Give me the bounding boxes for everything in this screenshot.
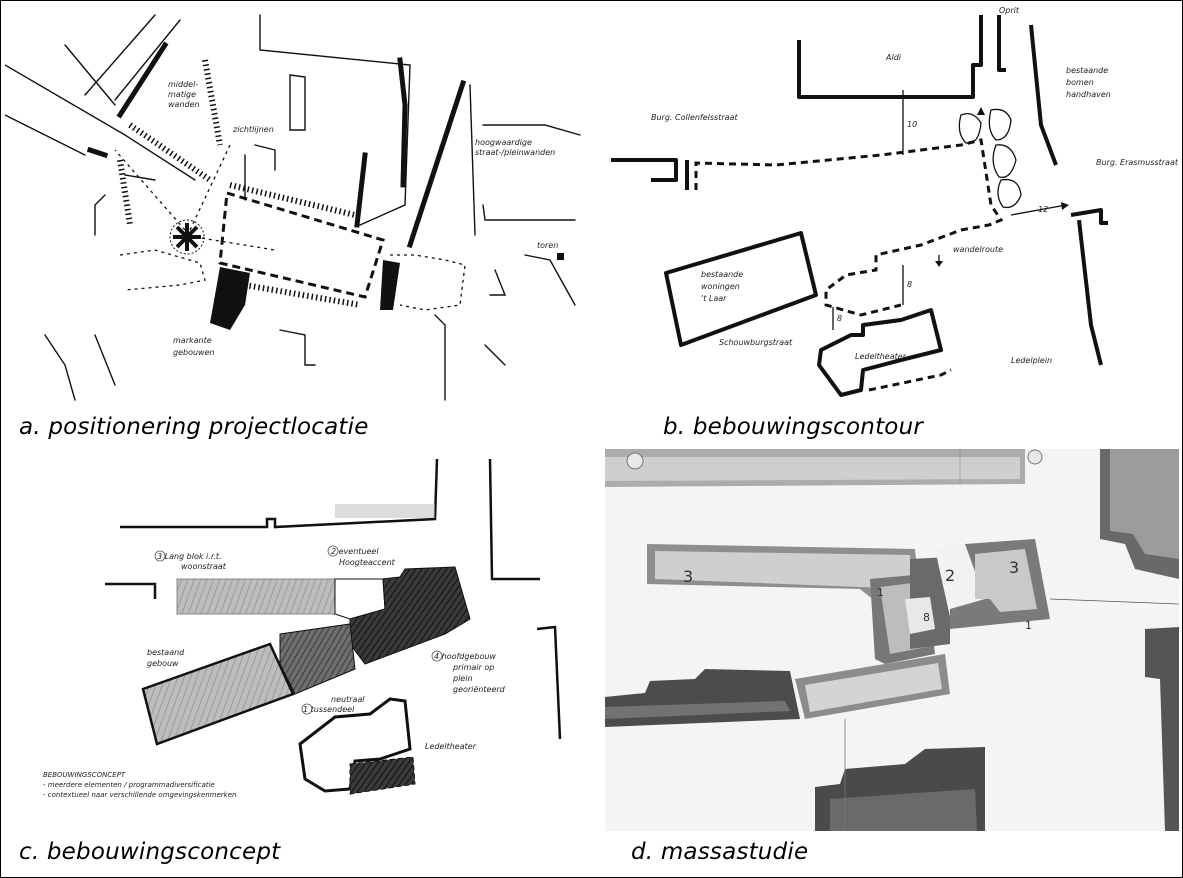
- sketch-bebouwingscontour: Oprit Aldi bestaande bomen handhaven Bur…: [611, 6, 1178, 397]
- label-hoogwaardige: hoogwaardige: [475, 138, 532, 147]
- svg-text:primair op: primair op: [452, 663, 494, 672]
- caption-c: c. bebouwingsconcept: [19, 839, 281, 865]
- sketch-positionering: middel- matige wanden zichtlijnen hoogwa…: [5, 14, 581, 401]
- svg-text:plein: plein: [452, 674, 473, 683]
- label-num-3-right: 3: [1009, 558, 1019, 577]
- label-markante: markante: [173, 336, 212, 345]
- label-concept-title: BEBOUWINGSCONCEPT: [43, 771, 126, 779]
- panel-c-bebouwingsconcept: 3 Lang blok i.r.t. woonstraat 2 eventuee…: [5, 449, 581, 837]
- label-dim-12: 12: [1038, 205, 1048, 214]
- label-toren: toren: [537, 241, 558, 250]
- svg-text:Hoogteaccent: Hoogteaccent: [339, 558, 396, 567]
- svg-text:georiënteerd: georiënteerd: [453, 685, 506, 694]
- label-concept-line1: - meerdere elementen / programmadiversif…: [43, 781, 215, 789]
- sketch-bebouwingsconcept: 3 Lang blok i.r.t. woonstraat 2 eventuee…: [43, 458, 562, 799]
- label-num-2: 2: [945, 566, 955, 585]
- label-aldi: Aldi: [885, 53, 902, 62]
- label-dim-10: 10: [907, 120, 917, 129]
- label-num-1-right: 1: [1025, 619, 1032, 632]
- label-wandelroute: wandelroute: [953, 245, 1003, 254]
- svg-text:woningen: woningen: [701, 282, 740, 291]
- label-neutraal: neutraal: [331, 695, 365, 704]
- svg-text:wanden: wanden: [168, 100, 200, 109]
- caption-a: a. positionering projectlocatie: [19, 414, 369, 440]
- label-concept-line2: - contextueel naar verschillende omgevin…: [43, 791, 236, 799]
- svg-text:woonstraat: woonstraat: [181, 562, 227, 571]
- svg-text:handhaven: handhaven: [1066, 90, 1111, 99]
- label-burg-collenfelsstraat: Burg. Collenfelsstraat: [651, 113, 738, 122]
- label-langblok: 3 Lang blok i.r.t.: [157, 552, 222, 561]
- label-eventueel: 2 eventueel: [331, 547, 379, 556]
- svg-text:gebouw: gebouw: [147, 659, 179, 668]
- panel-b-bebouwingscontour: Oprit Aldi bestaande bomen handhaven Bur…: [601, 5, 1178, 407]
- label-ledelplein: Ledelplein: [1011, 356, 1052, 365]
- svg-text:gebouwen: gebouwen: [173, 348, 215, 357]
- label-dim-8a: 8: [907, 280, 912, 289]
- label-num-3-left: 3: [683, 567, 693, 586]
- label-middelmatige: middel-: [168, 80, 198, 89]
- svg-text:straat-/pleinwanden: straat-/pleinwanden: [475, 148, 555, 157]
- label-ledeltheater-c: Ledeltheater: [425, 742, 477, 751]
- label-dim-8b: 8: [837, 314, 842, 323]
- svg-text:matige: matige: [168, 90, 196, 99]
- label-burg-erasmusstraat: Burg. Erasmusstraat: [1096, 158, 1178, 167]
- label-num-1-left: 1: [877, 586, 884, 599]
- label-zichtlijnen: zichtlijnen: [232, 125, 274, 134]
- label-bestaand-gebouw: bestaand: [147, 648, 185, 657]
- sketch-massastudie: 3 2 3 1 1 8: [605, 449, 1179, 831]
- panel-a-positionering: middel- matige wanden zichtlijnen hoogwa…: [5, 5, 581, 407]
- svg-text:'t Laar: 't Laar: [701, 294, 727, 303]
- label-opstelling-opening: Oprit: [999, 6, 1020, 15]
- label-ledeltheater: Ledeltheater: [855, 352, 907, 361]
- panel-d-massastudie: 3 2 3 1 1 8: [605, 449, 1179, 831]
- label-hoofdgebouw: 4 hoofdgebouw: [434, 652, 496, 661]
- caption-d: d. massastudie: [631, 839, 809, 865]
- label-schouwburgstraat: Schouwburgstraat: [719, 338, 793, 347]
- label-bestaande-woningen: bestaande: [701, 270, 743, 279]
- svg-text:bomen: bomen: [1066, 78, 1094, 87]
- label-bestaande-bomen: bestaande: [1066, 66, 1108, 75]
- caption-b: b. bebouwingscontour: [663, 414, 923, 440]
- svg-text:1 tussendeel: 1 tussendeel: [303, 705, 355, 714]
- label-num-8: 8: [923, 611, 930, 624]
